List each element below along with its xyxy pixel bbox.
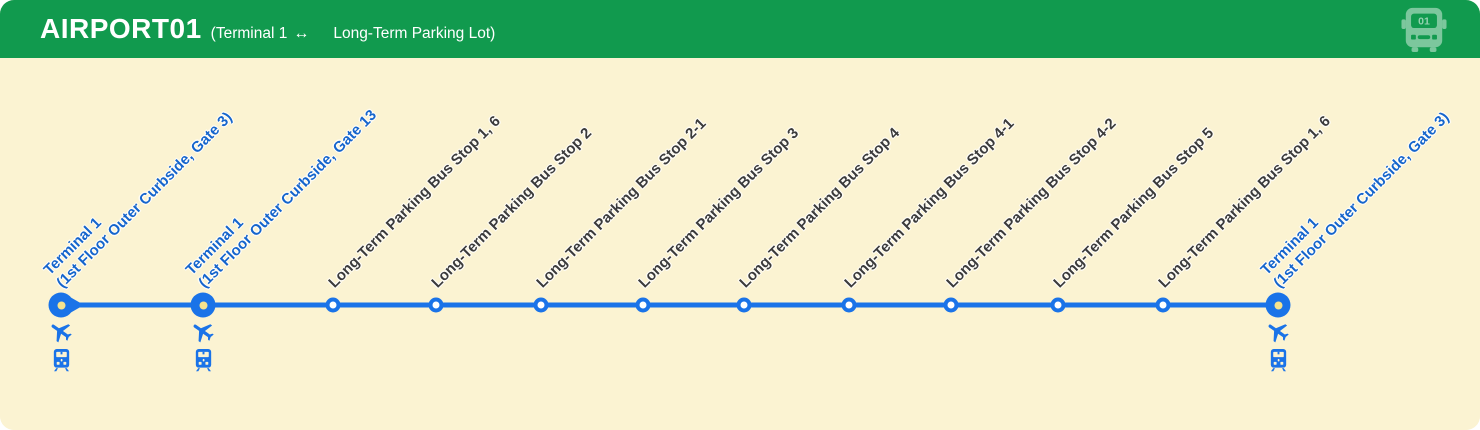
train-icon <box>192 348 215 372</box>
route-line <box>61 302 1278 308</box>
route-title: AIRPORT01 <box>40 13 202 44</box>
stop-label: Long-Term Parking Bus Stop 4-1 <box>841 115 1018 292</box>
airplane-icon <box>48 318 74 344</box>
route-header: AIRPORT01 (Terminal 1 ↔ Long-Term Parking … <box>0 0 1480 58</box>
route-diagram: Terminal 1(1st Floor Outer Curbside, Gat… <box>0 58 1480 430</box>
airplane-icon <box>190 318 216 344</box>
stop-label-line: Long-Term Parking Bus Stop 2-1 <box>533 115 710 292</box>
stop-label-line: Long-Term Parking Bus Stop 3 <box>635 124 803 292</box>
bus-route-number: 01 <box>1418 16 1430 28</box>
stop-marker <box>736 297 752 313</box>
stop-marker <box>1155 297 1171 313</box>
train-icon <box>50 348 73 372</box>
stop-marker <box>841 297 857 313</box>
stop-transfer-icons <box>190 318 216 372</box>
stop-marker <box>325 297 341 313</box>
route-subtitle-from: (Terminal 1 <box>210 25 288 42</box>
stop-label: Long-Term Parking Bus Stop 2-1 <box>533 115 710 292</box>
stop-marker <box>1050 297 1066 313</box>
stop-label: Terminal 1(1st Floor Outer Curbside, Gat… <box>1258 96 1454 292</box>
terminal-stop-marker <box>1265 292 1291 318</box>
train-icon <box>1267 348 1290 372</box>
stop-label-line: Terminal 1 <box>1257 214 1322 279</box>
stop-label-line: Long-Term Parking Bus Stop 4-1 <box>841 115 1018 292</box>
stop-marker <box>943 297 959 313</box>
stop-label: Long-Term Parking Bus Stop 3 <box>635 124 803 292</box>
stop-marker <box>428 297 444 313</box>
stop-label-line: Long-Term Parking Bus Stop 4-2 <box>943 115 1120 292</box>
route-subtitle: (Terminal 1 ↔ Long-Term Parking Lot) <box>211 25 496 43</box>
terminal-stop-marker <box>190 292 216 318</box>
stop-transfer-icons <box>48 318 74 372</box>
terminal-stop-marker <box>48 292 74 318</box>
airplane-icon <box>1265 318 1291 344</box>
stop-marker <box>533 297 549 313</box>
stop-marker <box>635 297 651 313</box>
route-subtitle-to: Long-Term Parking Lot) <box>333 25 496 42</box>
stop-label: Long-Term Parking Bus Stop 4-2 <box>943 115 1120 292</box>
double-arrow-icon: ↔ <box>293 25 310 42</box>
direction-arrow-icon <box>70 297 84 313</box>
stop-transfer-icons <box>1265 318 1291 372</box>
bus-icon: 01 <box>1401 5 1447 53</box>
